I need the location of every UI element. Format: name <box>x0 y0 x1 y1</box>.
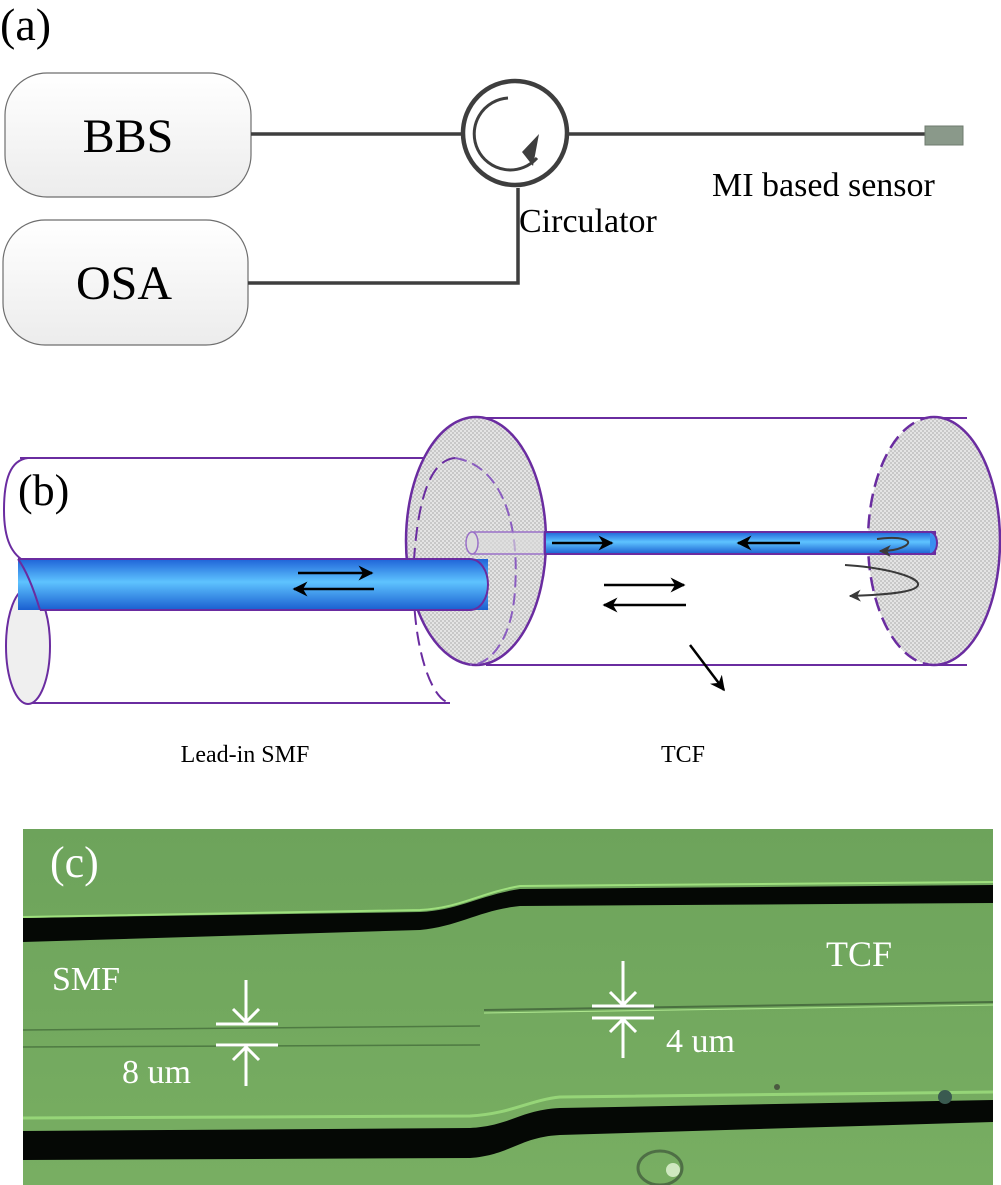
panel-c-label: (c) <box>50 838 99 887</box>
smf-core-width-marker <box>216 980 278 1086</box>
lower-cladding-edge <box>23 1100 993 1160</box>
tcf-label-c: TCF <box>826 934 892 974</box>
panel-a-label: (a) <box>0 0 51 50</box>
debris-particle <box>636 1149 684 1185</box>
sensor-probe-icon <box>924 125 964 146</box>
osa-label: OSA <box>76 257 172 310</box>
tcf-core-line <box>483 1001 994 1011</box>
panel-b: (b) Lead-in SMF TCF <box>2 415 1001 768</box>
smf-label-c: SMF <box>52 961 120 998</box>
radiated-light-arrow <box>689 644 725 692</box>
osa-box: OSA <box>2 219 249 346</box>
circulator-icon <box>460 78 570 188</box>
panel-b-label: (b) <box>18 466 69 515</box>
tcf-core-width-label: 4 um <box>666 1023 735 1060</box>
cladding-reflection-arrow <box>844 564 919 602</box>
lead-in-smf-label: Lead-in SMF <box>181 742 310 768</box>
smf-core-width-label: 8 um <box>122 1054 191 1091</box>
tcf-label-b: TCF <box>661 742 705 768</box>
panel-c-micrograph: (c) SMF TCF 8 um 4 um <box>22 829 994 1185</box>
tcf-core-hidden <box>471 531 545 555</box>
tcf-core-width-marker <box>592 961 654 1058</box>
circulator-label: Circulator <box>519 203 658 240</box>
circulator-to-osa-fiber <box>248 188 520 285</box>
smf-cylinder <box>2 457 455 705</box>
bbs-label: BBS <box>83 110 174 163</box>
core-reflection-arrow <box>876 536 910 557</box>
panel-a: (a) BBS OSA Circulator MI based sensor <box>0 0 964 346</box>
smf-core-upper-edge <box>22 1025 481 1031</box>
smf-core <box>18 559 488 610</box>
upper-cladding-edge <box>23 885 993 942</box>
sensor-label: MI based sensor <box>712 167 936 204</box>
bbs-box: BBS <box>4 72 252 198</box>
